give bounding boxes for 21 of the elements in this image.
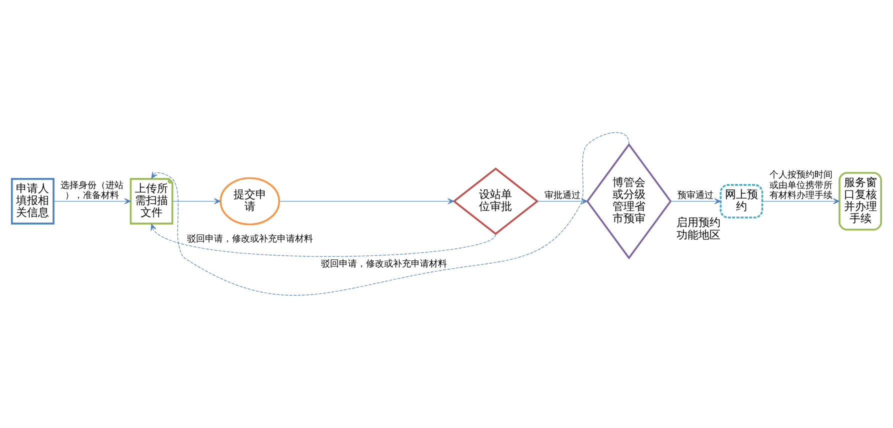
arrow [670,198,721,204]
node-box: 服务窗口复核并办理手续 [838,172,882,230]
node-diamond: 博管会或分级管理省市预审 [586,143,672,260]
arrow [150,224,496,257]
edge-label: 选择身份（进站），准备材料 [60,180,124,202]
node-label: 启用预约功能地区 [676,216,721,242]
arrow [53,198,131,204]
node-box: 网上预约 [720,184,764,218]
edge-label: 驳回申请，修改或补充申请材料 [320,259,447,270]
edge-label: 个人按预约时间或由单位携带所有材料办理手续 [769,170,832,202]
edge-label: 驳回申请，修改或补充申请材料 [186,234,313,245]
arrow [279,198,454,204]
arrow [151,132,630,296]
arrow [537,198,588,204]
node-box: 申请人填报相关信息 [11,178,54,224]
arrow [762,198,840,204]
node-ellipse: 提交申请 [220,177,280,226]
edge-label: 审批通过 [544,191,580,202]
node-diamond: 设站单位审批 [452,168,539,235]
arrow [172,198,221,204]
edge-label: 预审通过 [678,191,714,202]
